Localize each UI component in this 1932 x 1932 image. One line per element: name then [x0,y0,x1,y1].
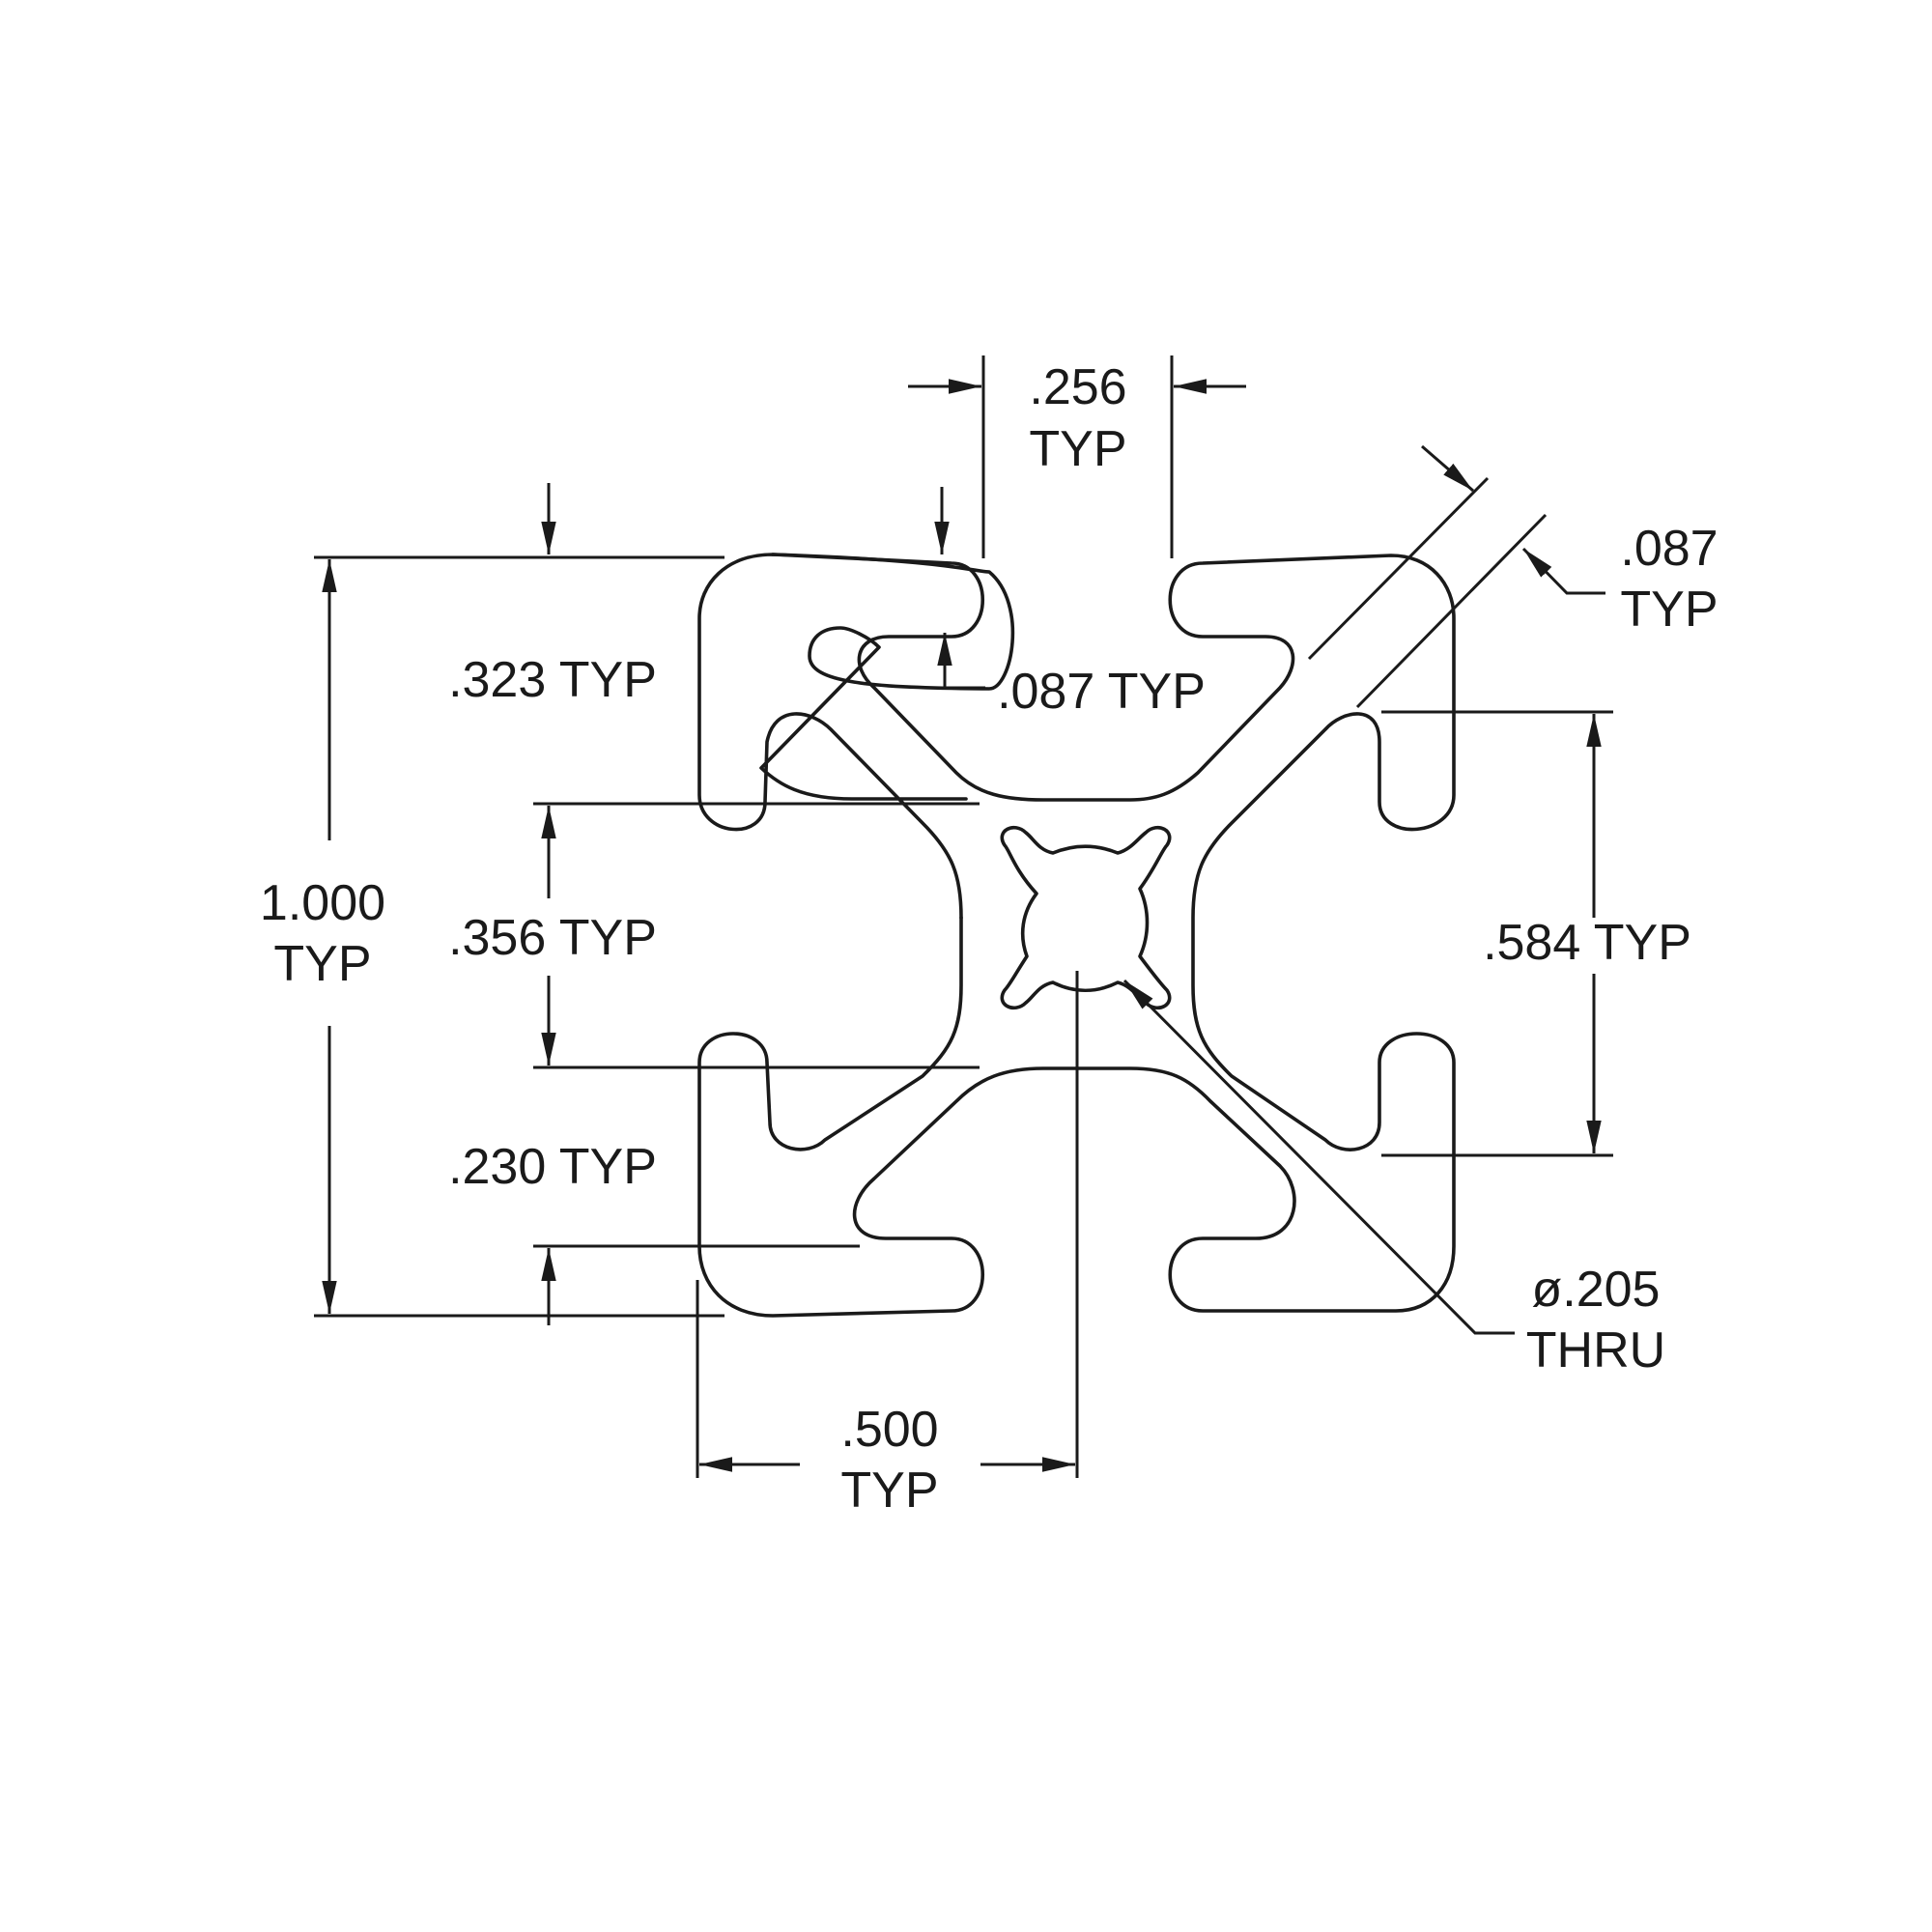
dim-slot-opening-value: .256 [1029,359,1126,415]
dim-inner-wall: .087 TYP [997,664,1206,720]
dim-slot-depth: .323 TYP [448,652,657,708]
dimension-lines [314,355,1613,1478]
profile-upper-left-inner [697,553,1456,1318]
dim-overall-height-value: 1.000 [260,875,385,931]
dim-overall-height-note: TYP [273,936,371,992]
dim-center-offset-value: .500 [840,1402,938,1458]
dim-center-offset-note: TYP [840,1463,938,1519]
profile-upper-left [697,553,1015,920]
dim-diagonal-wall-note: TYP [1620,582,1718,638]
profile-outline [697,553,1456,1318]
dim-slot-inner-width: .584 TYP [1483,915,1691,971]
dim-flange-thickness: .230 TYP [448,1139,657,1195]
dim-slot-opening-note: TYP [1029,421,1126,477]
dim-center-bore-value: ø.205 [1532,1262,1661,1318]
dim-center-bore-note: THRU [1526,1322,1665,1378]
dimension-labels: .256 TYP .323 TYP .087 TYP .087 TYP 1.00… [260,359,1719,1519]
dim-diagonal-wall-value: .087 [1620,521,1718,577]
center-bore-outline [1000,826,1172,1009]
dim-core-width: .356 TYP [448,910,657,966]
